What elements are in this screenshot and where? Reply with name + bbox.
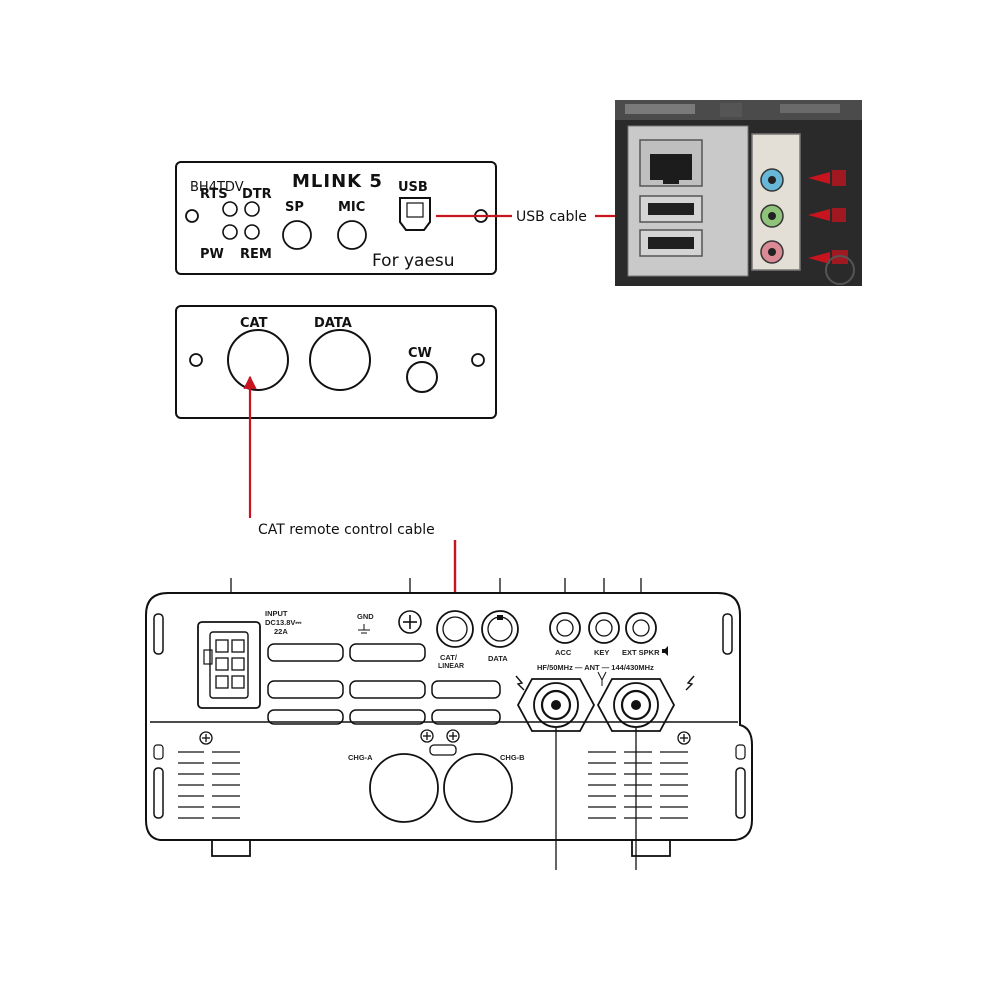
mlink-title: MLINK 5 — [292, 171, 383, 192]
mic-label: MIC — [338, 200, 365, 215]
cat-linear-label-1: CAT/ — [440, 653, 458, 662]
radio-data-label: DATA — [488, 654, 508, 663]
key-label: KEY — [594, 648, 609, 657]
chg-a-label: CHG-A — [348, 753, 373, 762]
usb-label: USB — [398, 180, 428, 195]
input-label-3: 22A — [274, 627, 288, 636]
data-label: DATA — [314, 316, 352, 331]
left-foot — [212, 840, 250, 856]
dtr-label: DTR — [242, 187, 272, 202]
usb-cable-label: USB cable — [516, 209, 587, 225]
input-label-1: INPUT — [265, 609, 288, 618]
right-foot — [632, 840, 670, 856]
cat-label: CAT — [240, 316, 268, 331]
cat-linear-label-2: LINEAR — [438, 663, 464, 670]
mlink-front-panel: BH4TDV RTS DTR MLINK 5 USB PW REM SP MIC… — [176, 162, 496, 274]
mlink-rear-panel: CAT DATA CW — [176, 306, 496, 418]
chg-b-label: CHG-B — [500, 753, 525, 762]
radio-rear-panel: INPUT DC13.8V⎓ 22A GND CAT/ LINEAR DATA — [146, 578, 752, 870]
cat-cable-label: CAT remote control cable — [258, 522, 435, 538]
rts-label: RTS — [200, 187, 228, 202]
ext-spkr-label: EXT SPKR — [622, 648, 660, 657]
mlink-subtitle: For yaesu — [372, 251, 455, 271]
rem-label: REM — [240, 247, 272, 262]
motherboard-io-photo — [615, 100, 862, 286]
gnd-label: GND — [357, 612, 374, 621]
sp-label: SP — [285, 200, 304, 215]
input-label-2: DC13.8V⎓ — [265, 618, 302, 627]
ant-label: HF/50MHz — ANT — 144/430MHz — [537, 663, 654, 672]
cw-label: CW — [408, 346, 432, 361]
pw-label: PW — [200, 247, 224, 262]
acc-label: ACC — [555, 648, 572, 657]
